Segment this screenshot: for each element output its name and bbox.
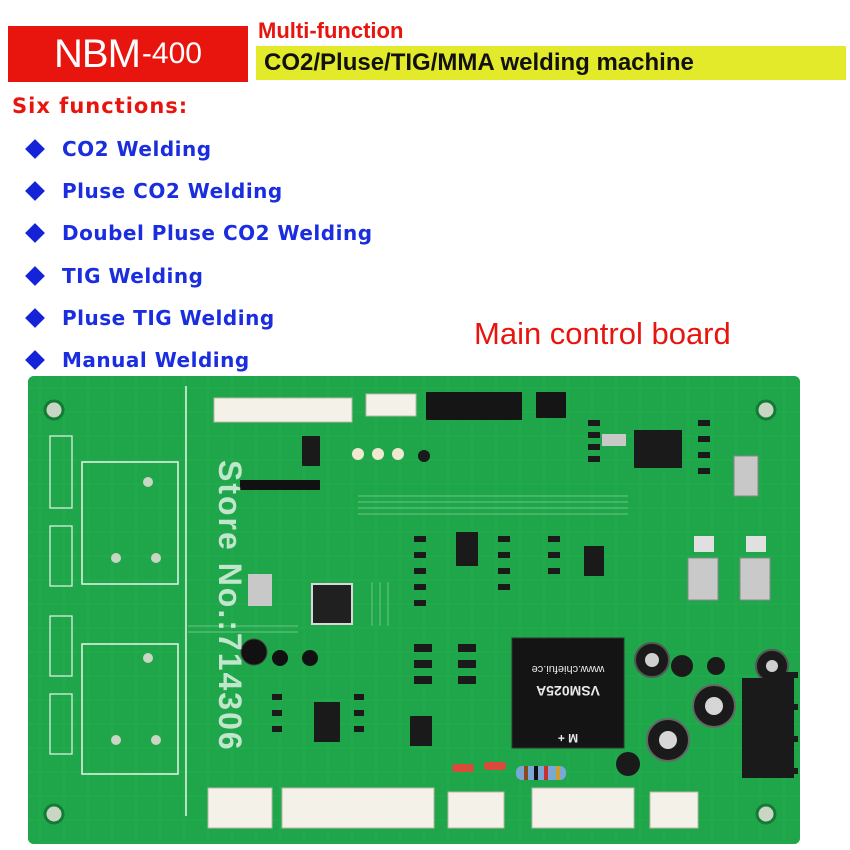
diamond-bullet-icon	[25, 181, 45, 202]
function-item: Pluse TIG Welding	[24, 297, 373, 339]
functions-title: Six functions:	[12, 94, 189, 118]
pcb-illustration: www.chiefui.ce VSM025A M +	[28, 376, 800, 844]
pcb-photo: www.chiefui.ce VSM025A M +	[28, 376, 800, 844]
model-number: -400	[141, 37, 202, 70]
function-item: Manual Welding	[24, 339, 373, 381]
power-module-pins: M +	[558, 731, 578, 745]
functions-list: CO2 Welding Pluse CO2 Welding Doubel Plu…	[24, 128, 373, 381]
power-module-label-2: VSM025A	[536, 683, 600, 699]
model-badge: NBM-400	[8, 26, 248, 82]
diamond-bullet-icon	[25, 265, 45, 286]
diamond-bullet-icon	[25, 139, 45, 159]
function-item: Doubel Pluse CO2 Welding	[24, 212, 373, 254]
function-item: CO2 Welding	[24, 128, 373, 170]
power-module-label-1: www.chiefui.ce	[532, 663, 606, 675]
diamond-bullet-icon	[25, 350, 45, 370]
function-item: Pluse CO2 Welding	[24, 170, 373, 212]
product-description: CO2/Pluse/TIG/MMA welding machine	[256, 46, 846, 80]
model-name: NBM	[54, 31, 141, 76]
diamond-bullet-icon	[25, 307, 45, 328]
store-watermark: Store No.:714306	[212, 460, 248, 752]
function-item: TIG Welding	[24, 255, 373, 297]
board-caption: Main control board	[474, 316, 731, 351]
diamond-bullet-icon	[25, 223, 45, 244]
multi-function-label: Multi-function	[258, 18, 404, 43]
